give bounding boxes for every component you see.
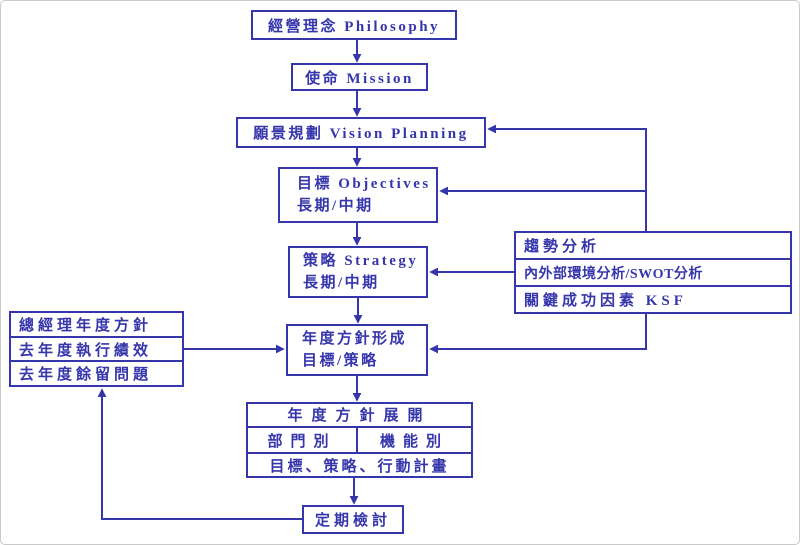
environment-analysis-box: 趨勢分析 內外部環境分析/SWOT分析 關鍵成功因素 KSF <box>514 231 792 314</box>
philosophy-label: 經營理念 Philosophy <box>267 18 441 35</box>
gm-inputs-box: 總經理年度方針 去年度執行績效 去年度餘留問題 <box>9 311 184 387</box>
objectives-title: 目標 Objectives <box>297 175 431 192</box>
mission-box: 使命 Mission <box>291 63 428 91</box>
vision-planning-label: 願景規劃 Vision Planning <box>253 126 469 142</box>
objectives-horizon: 長期/中期 <box>297 198 374 214</box>
swot-analysis-row: 內外部環境分析/SWOT分析 <box>516 258 790 285</box>
function-cell: 機能別 <box>379 433 449 450</box>
last-year-performance-row: 去年度執行績效 <box>11 335 182 361</box>
periodic-review-label: 定期檢討 <box>314 513 391 529</box>
deployment-category-row: 部門別 機能別 <box>248 425 471 455</box>
strategy-title: 策略 Strategy <box>303 252 419 269</box>
policy-formation-detail: 目標/策略 <box>302 353 379 369</box>
department-cell: 部門別 <box>248 427 358 453</box>
gm-annual-policy-row: 總經理年度方針 <box>19 317 153 334</box>
mission-label: 使命 Mission <box>305 70 414 87</box>
deployment-footer: 目標、策略、行動計畫 <box>269 458 450 475</box>
trend-analysis-row: 趨勢分析 <box>524 239 601 255</box>
vision-planning-box: 願景規劃 Vision Planning <box>236 117 486 148</box>
annual-policy-formation-box: 年度方針形成 目標/策略 <box>286 324 428 376</box>
philosophy-box: 經營理念 Philosophy <box>251 10 457 40</box>
arrow-analysis-to-formation <box>429 314 647 354</box>
policy-formation-title: 年度方針形成 <box>302 330 408 347</box>
deployment-header: 年度方針展開 <box>287 408 432 425</box>
periodic-review-box: 定期檢討 <box>302 505 404 534</box>
strategy-horizon: 長期/中期 <box>303 275 380 291</box>
objectives-box: 目標 Objectives 長期/中期 <box>278 167 438 223</box>
ksf-row: 關鍵成功因素 KSF <box>516 285 790 312</box>
arrow-analysis-to-vision <box>487 124 647 231</box>
arrow-review-feedback-to-inputs <box>97 388 302 520</box>
last-year-remaining-issues-row: 去年度餘留問題 <box>11 360 182 385</box>
strategy-box: 策略 Strategy 長期/中期 <box>288 246 428 298</box>
annual-policy-deployment-table: 年度方針展開 部門別 機能別 目標、策略、行動計畫 <box>246 402 473 478</box>
